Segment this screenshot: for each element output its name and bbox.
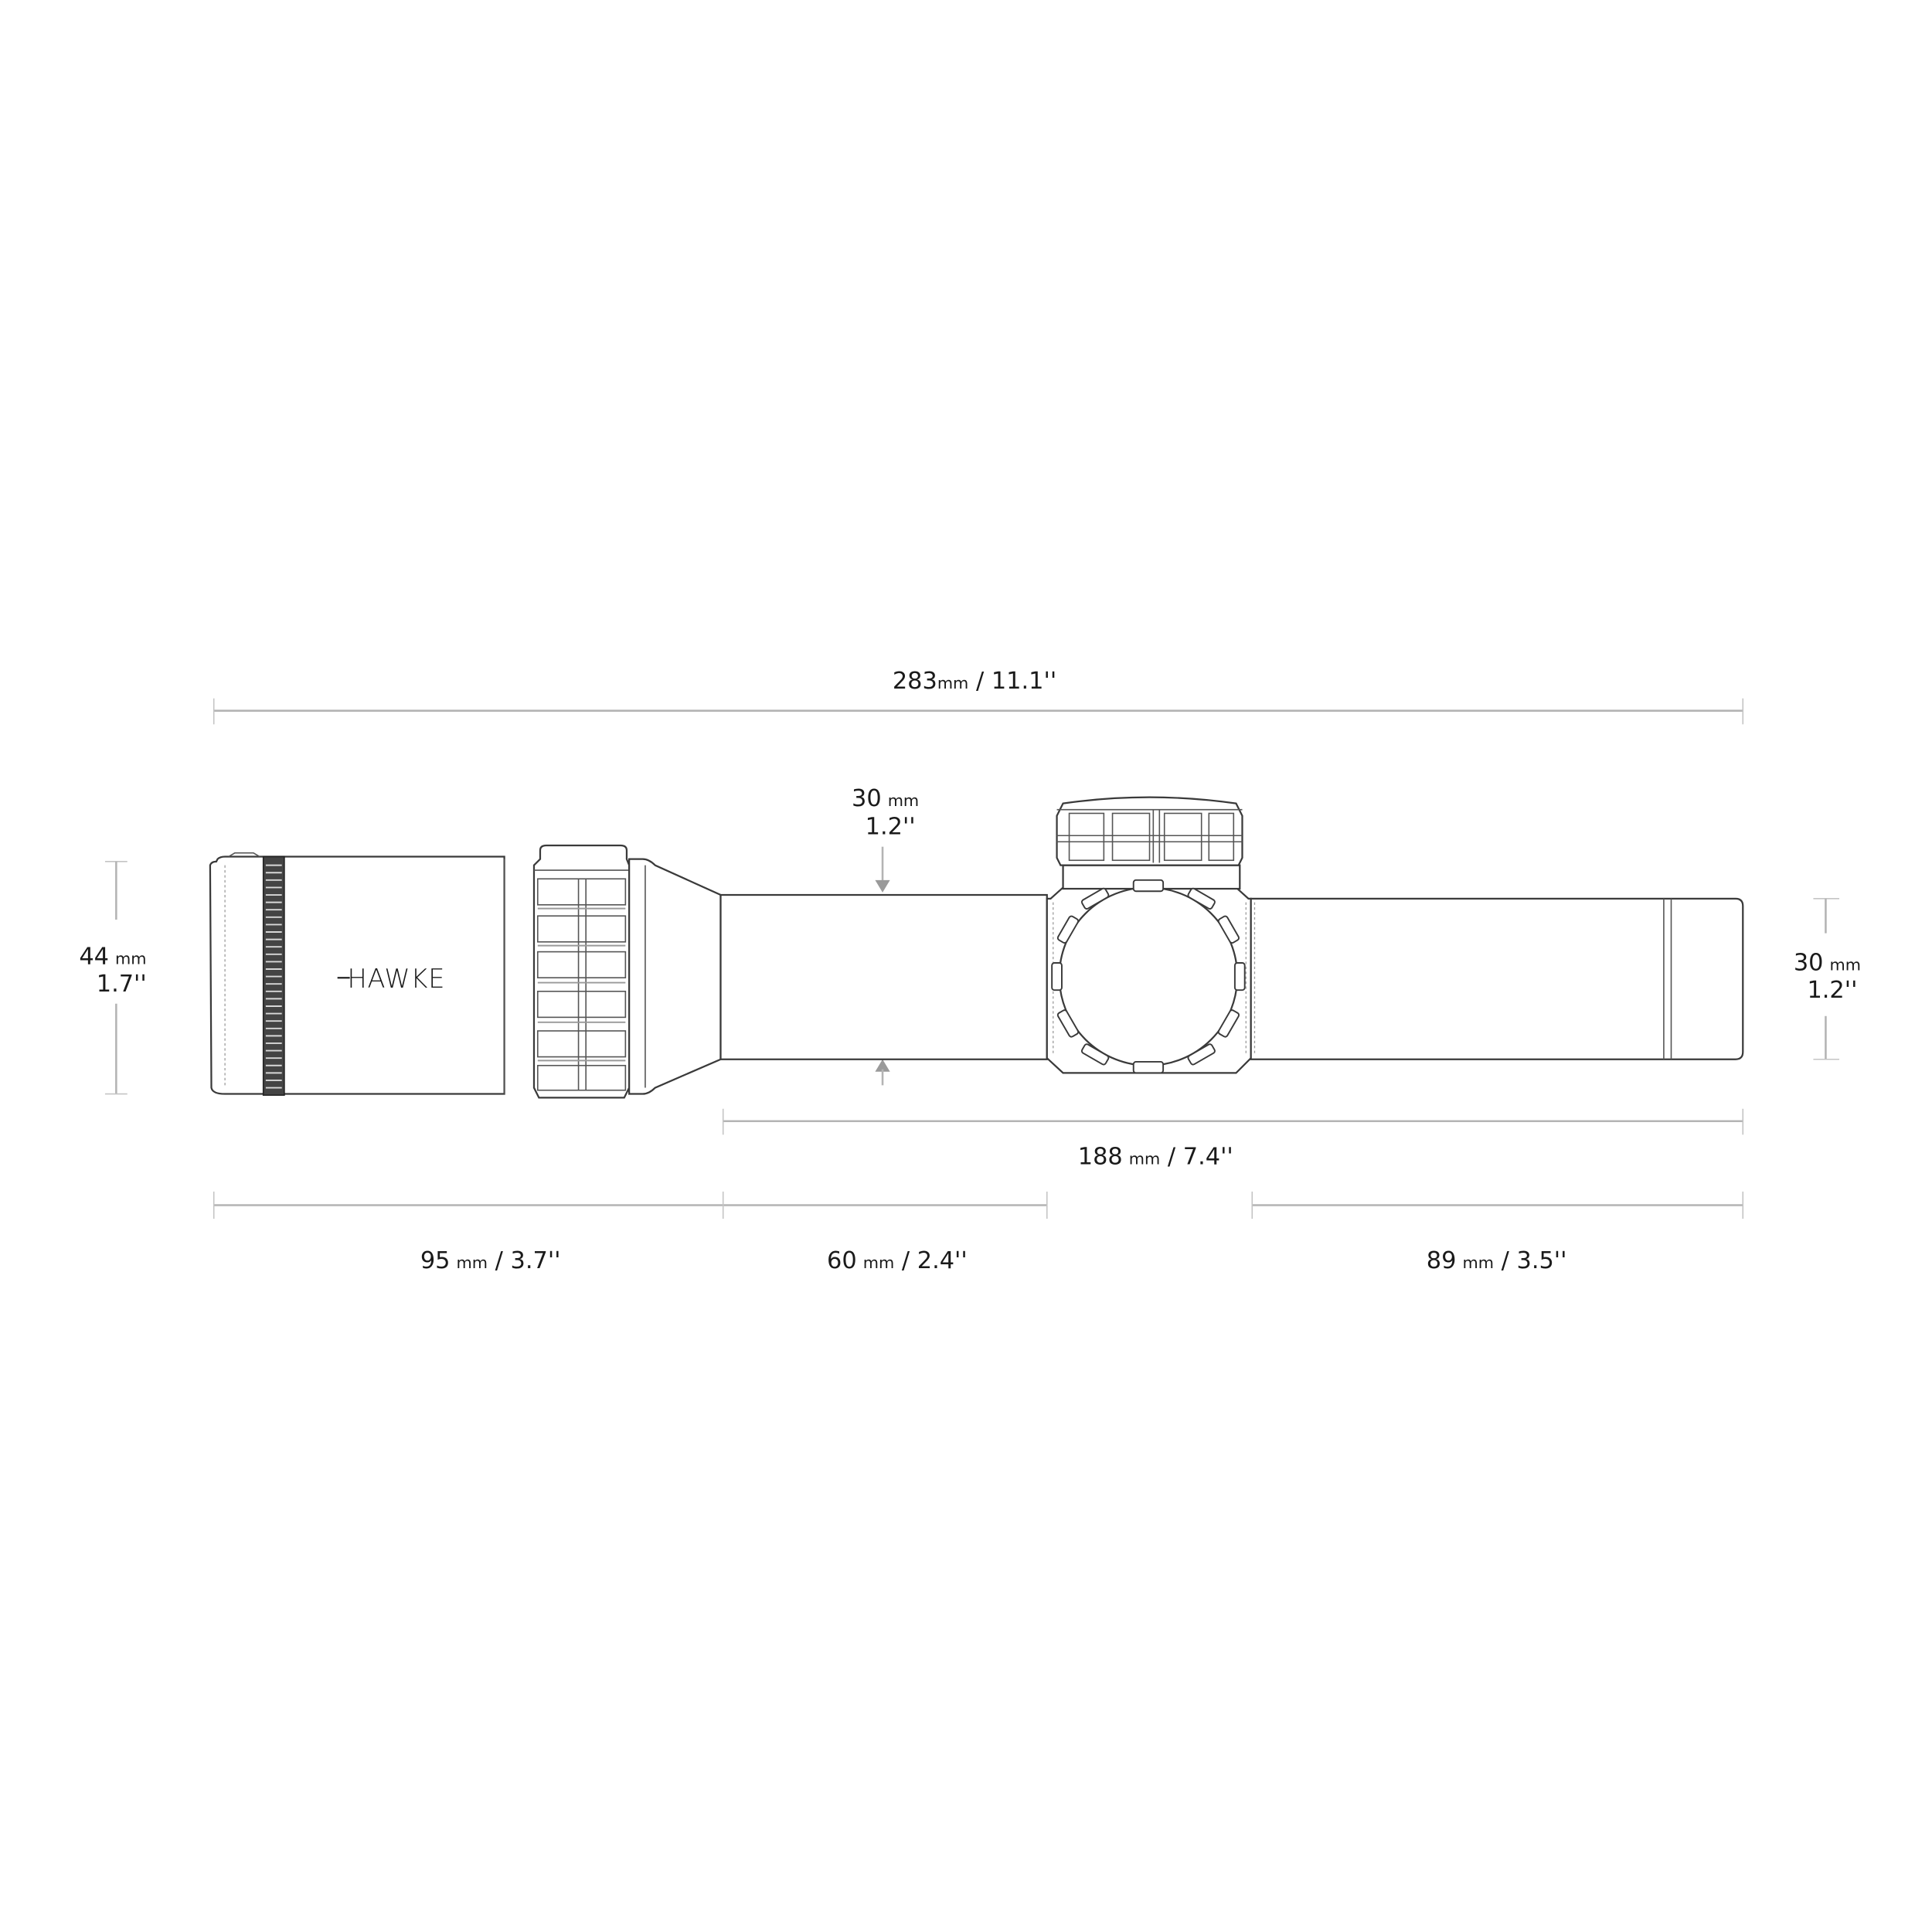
hawke-logo: HAWKE xyxy=(337,964,445,994)
objective-bell: HAWKE xyxy=(209,852,505,1096)
rear-tube-eyepiece xyxy=(1250,897,1744,1060)
magnification-ring xyxy=(532,844,631,1099)
overall-length-dimension: 283mm / 11.1'' xyxy=(213,668,1744,725)
turret-saddle xyxy=(1046,796,1252,1074)
eyepiece-diameter-inch-label: 1.2'' xyxy=(1807,977,1857,1004)
windage-turret xyxy=(1051,879,1246,1074)
svg-text:HAWKE: HAWKE xyxy=(347,964,445,994)
arrow-down-icon xyxy=(875,879,890,893)
objective-diameter-inch-label: 1.7'' xyxy=(97,971,147,998)
overall-length-label: 283mm / 11.1'' xyxy=(893,668,1056,695)
objective-knurled-ring xyxy=(262,855,285,1096)
objective-cone xyxy=(628,858,724,1095)
elevation-turret xyxy=(1056,796,1243,890)
front-tube xyxy=(719,893,1048,1060)
riflescope: HAWKE xyxy=(209,796,1744,1099)
arrow-up-icon xyxy=(875,1059,890,1072)
tube-diameter-top-inch-label: 1.2'' xyxy=(866,814,916,841)
